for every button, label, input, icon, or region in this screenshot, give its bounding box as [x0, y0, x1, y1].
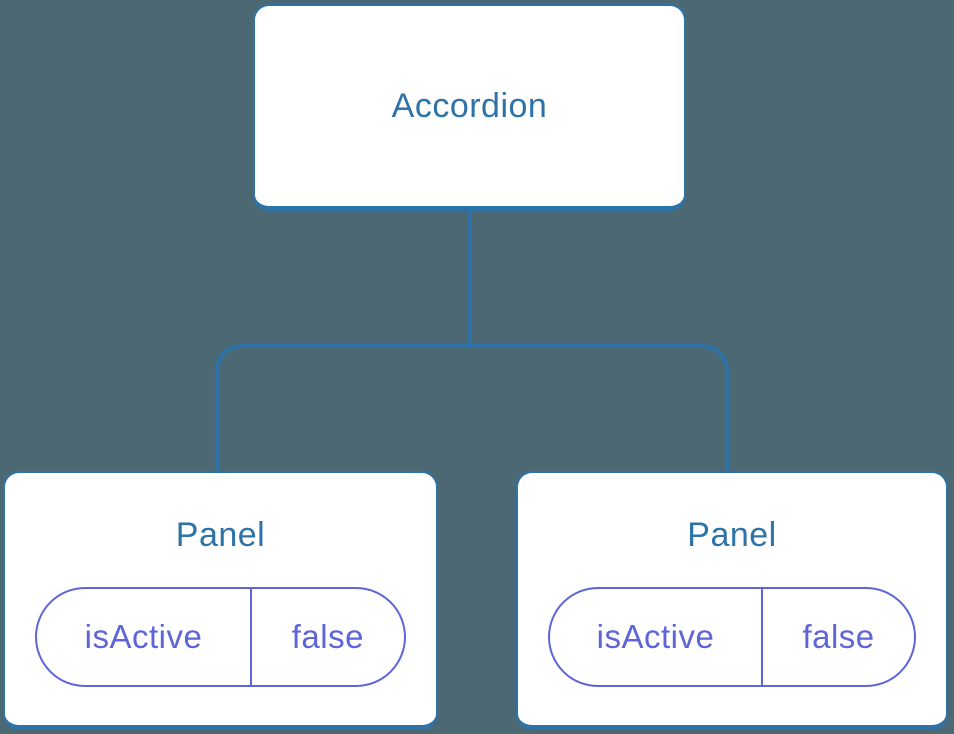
component-node-accordion: Accordion	[253, 4, 686, 211]
state-key: isActive	[550, 589, 764, 685]
state-key: isActive	[37, 589, 252, 685]
component-node-label: Panel	[175, 516, 266, 554]
state-value: false	[291, 618, 364, 655]
state-pill: isActive false	[35, 587, 406, 687]
state-value: false	[802, 618, 875, 655]
component-node-panel-1: Panel isActive false	[3, 471, 438, 730]
component-node-label: Panel	[687, 516, 777, 554]
component-node-label: Accordion	[391, 87, 548, 125]
state-pill: isActive false	[547, 587, 917, 687]
component-node-panel-2: Panel isActive false	[516, 471, 948, 730]
connector-bracket	[215, 344, 729, 472]
